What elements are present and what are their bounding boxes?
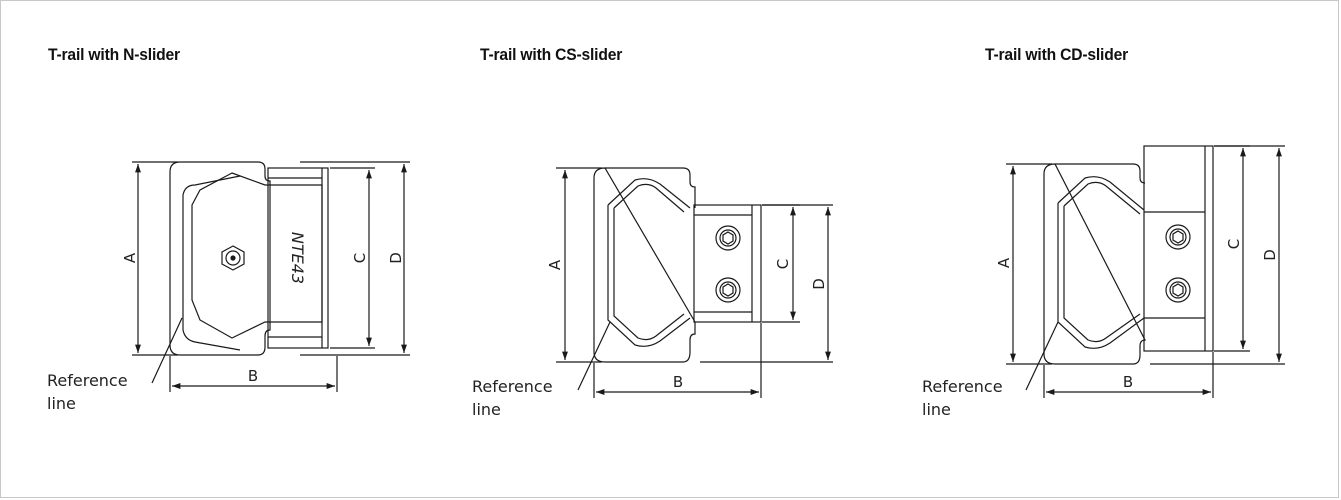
cd-slider-body xyxy=(1057,176,1145,349)
n-reference-label: Reference xyxy=(47,371,128,390)
cd-label-c: C xyxy=(1225,239,1243,249)
cs-slider-drawing xyxy=(556,167,833,398)
panel-title-n-slider: T-rail with N-slider xyxy=(48,45,180,64)
cs-slider-plate xyxy=(693,204,762,323)
cd-screw-bottom xyxy=(1165,277,1191,303)
cs-rail-outline xyxy=(593,167,696,363)
n-slider-drawing xyxy=(132,161,410,392)
n-label-d: D xyxy=(387,252,405,264)
cd-slider-drawing xyxy=(1006,145,1285,398)
cd-screw-top xyxy=(1165,224,1191,250)
n-label-a: A xyxy=(121,252,139,263)
cs-label-b: B xyxy=(673,373,683,391)
cs-label-c: C xyxy=(774,259,792,269)
n-label-c: C xyxy=(351,253,369,263)
n-label-b: B xyxy=(248,367,258,385)
cs-reference-label: Reference xyxy=(472,377,553,396)
cd-reference-label: Reference xyxy=(922,377,1003,396)
cs-label-d: D xyxy=(810,278,828,290)
cd-label-b: B xyxy=(1123,373,1133,391)
cs-screw-bottom xyxy=(715,277,741,303)
cs-slider-body xyxy=(607,178,691,347)
cs-reference-label-line2: line xyxy=(472,400,501,419)
panel-title-cd-slider: T-rail with CD-slider xyxy=(985,45,1129,64)
cd-label-d: D xyxy=(1261,249,1279,261)
n-slider-plate xyxy=(267,167,329,349)
n-rail-inner xyxy=(182,175,241,351)
cd-slider-plate xyxy=(1143,145,1214,352)
n-slider-body xyxy=(191,172,323,339)
panel-title-cs-slider: T-rail with CS-slider xyxy=(480,45,623,64)
cd-reference-label-line2: line xyxy=(922,400,951,419)
n-center-bolt xyxy=(221,245,245,271)
cs-screw-top xyxy=(715,225,741,251)
n-slider-marking: NTE43 xyxy=(288,232,307,284)
cd-rail-outline xyxy=(1043,163,1146,365)
cd-label-a: A xyxy=(995,257,1013,268)
cs-label-a: A xyxy=(546,259,564,270)
n-reference-label-line2: line xyxy=(47,394,76,413)
